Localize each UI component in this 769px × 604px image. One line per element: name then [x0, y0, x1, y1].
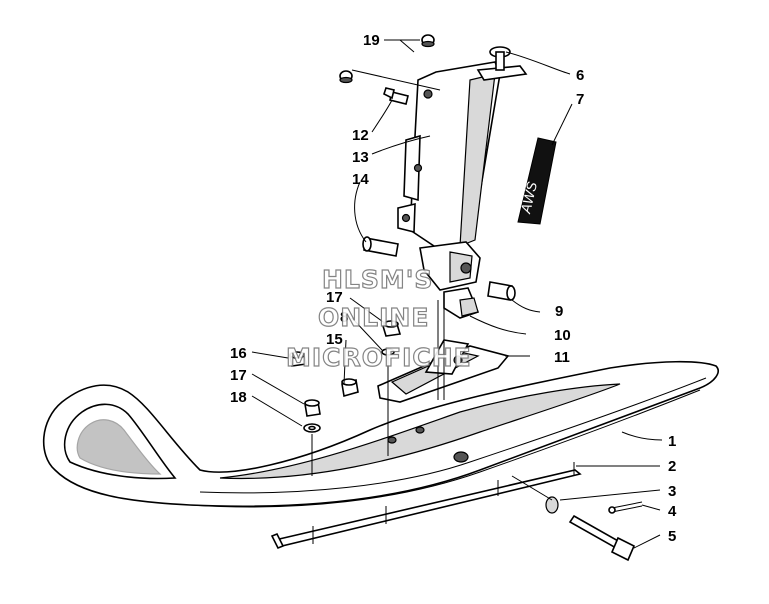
callout-14: 14: [352, 171, 369, 188]
callout-2: 2: [668, 458, 676, 475]
callout-labels: 19 6 7 12 13 14 9 17 8 10 15 11 16 17 18…: [230, 32, 677, 545]
nut-19-lower: [339, 70, 353, 84]
callout-18: 18: [230, 389, 247, 406]
callout-6: 6: [576, 67, 584, 84]
callout-13: 13: [352, 149, 369, 166]
callout-16: 16: [230, 345, 247, 362]
callout-17-lower: 17: [230, 367, 247, 384]
callout-12: 12: [352, 127, 369, 144]
callout-9: 9: [555, 303, 563, 320]
washer-8: [381, 348, 395, 356]
bolt-5: [568, 514, 636, 562]
callout-10: 10: [554, 327, 571, 344]
watermark-line-3: MICROFICHE: [286, 343, 472, 372]
watermark-line-2: ONLINE: [318, 303, 429, 332]
spindle-strut: [397, 46, 528, 251]
nut-17-lower: [304, 399, 321, 417]
washer-18: [303, 423, 321, 433]
callout-15: 15: [326, 331, 343, 348]
leader-lines: [251, 39, 663, 549]
nut-16: [289, 351, 307, 367]
callout-1: 1: [668, 433, 676, 450]
callout-5: 5: [668, 528, 676, 545]
bushing-15: [341, 378, 359, 398]
callout-7: 7: [576, 91, 584, 108]
cotter-pin-4: [608, 501, 643, 514]
watermark-line-1: HLSM'S: [322, 265, 433, 294]
callout-11: 11: [554, 349, 570, 366]
callout-4: 4: [668, 503, 677, 520]
bushing-14: [362, 236, 399, 257]
watermark: HLSM'S ONLINE MICROFICHE: [285, 264, 472, 372]
callout-3: 3: [668, 483, 676, 500]
damper-10: [443, 287, 480, 319]
washer-3: [545, 496, 559, 514]
saddle-bracket: [377, 339, 510, 403]
ski-body: [42, 360, 719, 508]
decal-plate: AWS: [517, 137, 557, 225]
nut-17-upper: [381, 320, 402, 337]
nut-19-upper: [421, 34, 435, 48]
bushing-9: [487, 281, 516, 301]
decal-text: AWS: [517, 180, 540, 216]
callout-19: 19: [363, 32, 380, 49]
callout-17-upper: 17: [326, 289, 343, 306]
callout-8: 8: [340, 309, 348, 326]
spindle-knuckle: [419, 241, 481, 291]
wear-bar: [270, 462, 582, 550]
grease-fitting-12: [383, 87, 409, 105]
